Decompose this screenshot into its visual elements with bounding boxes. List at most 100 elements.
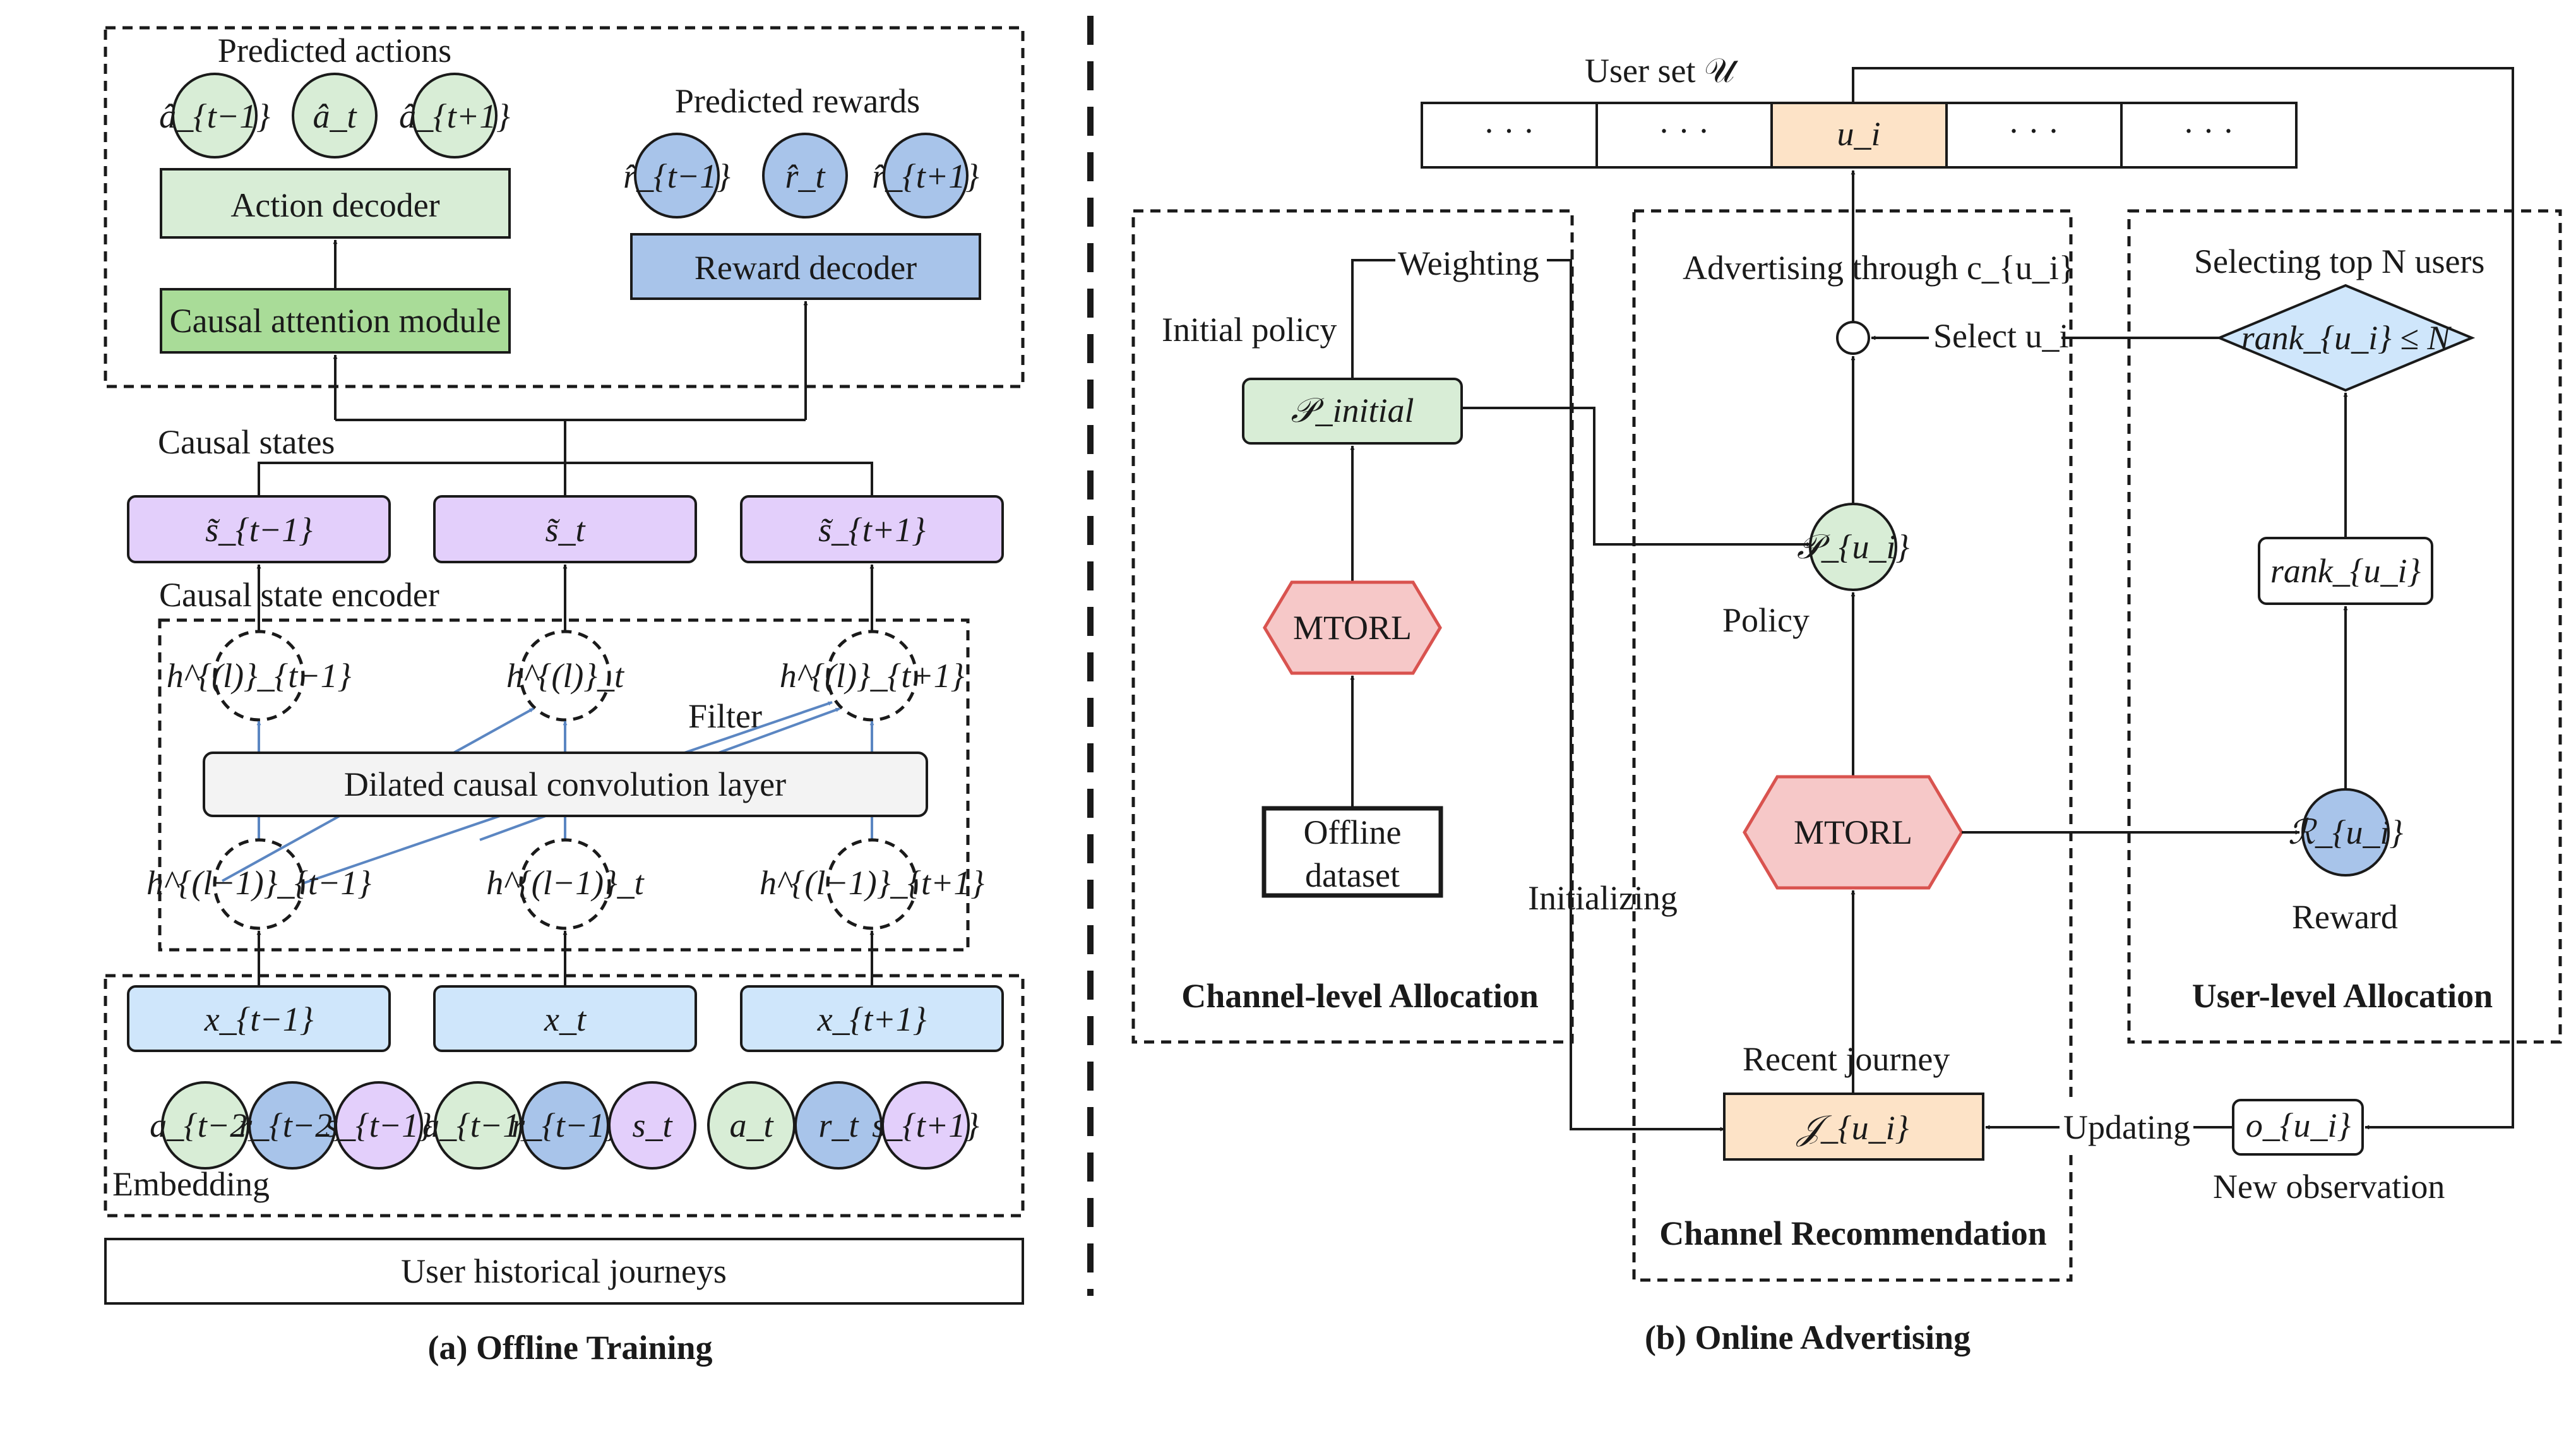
channel-level-caption: Channel-level Allocation	[1181, 977, 1539, 1015]
panel-online-advertising: User set 𝒰 · · · · · · u_i · · · · · · W…	[1131, 52, 2562, 1356]
rank-box-label: rank_{u_i}	[2270, 552, 2421, 590]
input-box-t-1	[127, 985, 391, 1052]
emb-a-t-2-label: a_{t−2}	[150, 1106, 261, 1144]
hidden-bottom-t+1	[826, 838, 918, 930]
predicted-actions-label: Predicted actions	[218, 32, 451, 69]
user-cell-1-label: · · ·	[1484, 112, 1535, 150]
user-cell-4-label: · · ·	[2008, 112, 2060, 150]
predicted-action-nodes: â_{t−1} â_t â_{t+1}	[159, 73, 510, 159]
user-set-array: · · · · · · u_i · · · · · ·	[1421, 102, 2298, 169]
hidden-bottom-t-label: h^{(l−1)}_t	[486, 864, 645, 902]
action-node-t-1	[172, 73, 258, 159]
hidden-top-t-label: h^{(l)}_t	[506, 657, 625, 695]
action-decoder-label: Action decoder	[230, 186, 439, 224]
emb-s-t	[608, 1081, 696, 1170]
mtorl-rec-hexagon	[1743, 775, 1964, 890]
emb-r-t-2-label: r_{t−2}	[239, 1106, 346, 1144]
emb-r-t-label: r_t	[818, 1106, 859, 1144]
hidden-top-nodes: h^{(l)}_{t−1} h^{(l)}_t h^{(l)}_{t+1}	[167, 630, 965, 722]
reward-node-t+1-label: r̂_{t+1}	[872, 157, 979, 195]
p-initial-to-policy-line	[1462, 407, 1806, 546]
policy-node	[1809, 503, 1897, 591]
initializing-label: Initializing	[1528, 879, 1678, 917]
reward-node-t-1	[634, 133, 720, 219]
dilated-conv-layer-box	[203, 751, 928, 817]
causal-attention-box	[160, 288, 511, 354]
state-box-t-1	[127, 495, 391, 563]
embedding-circles: a_{t−2} r_{t−2} s_{t−1} a_{t−1} r_{t−1} …	[150, 1081, 979, 1170]
offline-dataset-label-2: dataset	[1305, 856, 1400, 894]
reward-decoder-label: Reward decoder	[695, 249, 917, 287]
rank-diamond	[2215, 284, 2476, 392]
user-set-label: User set 𝒰	[1585, 52, 1739, 90]
offline-dataset-label-1: Offline	[1304, 813, 1402, 851]
policy-node-label: 𝒫_{u_i}	[1797, 528, 1910, 566]
online-advertising-caption: (b) Online Advertising	[1645, 1319, 1971, 1356]
action-node-t	[292, 73, 378, 159]
user-history-label: User historical journeys	[401, 1252, 727, 1290]
observation-box-label: o_{u_i}	[2246, 1106, 2351, 1144]
user-set-to-observation-loop	[1852, 67, 2514, 1129]
filter-label: Filter	[688, 697, 762, 735]
select-junction	[1836, 321, 1870, 355]
updating-label-bg	[2060, 1102, 2193, 1150]
rank-box	[2258, 537, 2433, 605]
reward-node-t	[762, 133, 848, 219]
input-boxes: x_{t−1} x_t x_{t+1}	[127, 985, 1004, 1052]
reward-node-t+1	[883, 133, 969, 219]
reward-node-t-label: r̂_t	[785, 157, 826, 195]
recent-journey-label: Recent journey	[1743, 1040, 1950, 1078]
predicted-rewards-label: Predicted rewards	[675, 82, 920, 120]
state-box-t+1-label: s̃_{t+1}	[818, 511, 926, 549]
mtorl-channel-level-hexagon	[1263, 580, 1442, 675]
user-cell-selected-label: u_i	[1837, 115, 1880, 153]
dilated-conv-layer-label: Dilated causal convolution layer	[344, 765, 786, 803]
initial-policy-label: Initial policy	[1162, 311, 1337, 349]
action-decoder-box	[160, 168, 511, 239]
reward-node-label: ℛ_{u_i}	[2288, 813, 2404, 851]
emb-s-t-1	[335, 1081, 423, 1170]
emb-a-t-label: a_t	[729, 1106, 774, 1144]
input-box-t-label: x_t	[544, 1000, 587, 1038]
hidden-top-t-1-label: h^{(l)}_{t−1}	[167, 657, 352, 695]
emb-s-t+1	[881, 1081, 970, 1170]
input-box-t-1-label: x_{t−1}	[204, 1000, 314, 1038]
state-box-t-1-label: s̃_{t−1}	[205, 511, 313, 549]
decoder-region	[104, 26, 1025, 388]
user-cell-selected	[1770, 102, 1948, 169]
embedding-label: Embedding	[112, 1165, 270, 1203]
causal-state-boxes: s̃_{t−1} s̃_t s̃_{t+1}	[127, 495, 1004, 563]
user-history-box	[104, 1238, 1024, 1305]
emb-s-t-1-label: s_{t−1}	[325, 1106, 432, 1144]
hidden-bottom-t-1	[213, 838, 305, 930]
hidden-top-t+1	[826, 630, 918, 722]
journey-label: 𝒥_{u_i}	[1796, 1109, 1909, 1147]
action-node-t+1	[412, 73, 498, 159]
emb-s-t+1-label: s_{t+1}	[872, 1106, 979, 1144]
weighting-label: Weighting	[1398, 244, 1539, 282]
reward-decoder-box	[630, 233, 981, 300]
user-cell-5-label: · · ·	[2183, 112, 2234, 150]
emb-a-t-1-label: a_{t−1}	[422, 1106, 534, 1144]
channel-rec-caption: Channel Recommendation	[1659, 1214, 2047, 1252]
policy-label: Policy	[1722, 601, 1810, 639]
input-box-t+1-label: x_{t+1}	[817, 1000, 927, 1038]
rank-diamond-label: rank_{u_i} ≤ N	[2241, 319, 2452, 357]
hidden-bottom-t+1-label: h^{(l−1)}_{t+1}	[760, 864, 984, 902]
user-cell-4	[1945, 102, 2123, 169]
hidden-top-t	[519, 630, 611, 722]
journey-box	[1723, 1093, 1984, 1161]
user-cell-2	[1595, 102, 1773, 169]
predicted-reward-nodes: r̂_{t−1} r̂_t r̂_{t+1}	[623, 133, 979, 219]
offline-dataset-box	[1261, 806, 1443, 898]
select-label-bg	[1929, 309, 2061, 360]
panel-offline-training: Predicted actions â_{t−1} â_t â_{t+1} Ac…	[104, 26, 1025, 1367]
updating-label: Updating	[2063, 1108, 2190, 1146]
user-cell-5	[2120, 102, 2298, 169]
reward-node-t-1-label: r̂_{t−1}	[623, 157, 730, 195]
select-label: Select u_i	[1933, 317, 2068, 355]
hidden-bottom-t-1-label: h^{(l−1)}_{t−1}	[146, 864, 371, 902]
channel-rec-region	[1632, 209, 2073, 1282]
observation-label: New observation	[2213, 1168, 2445, 1206]
